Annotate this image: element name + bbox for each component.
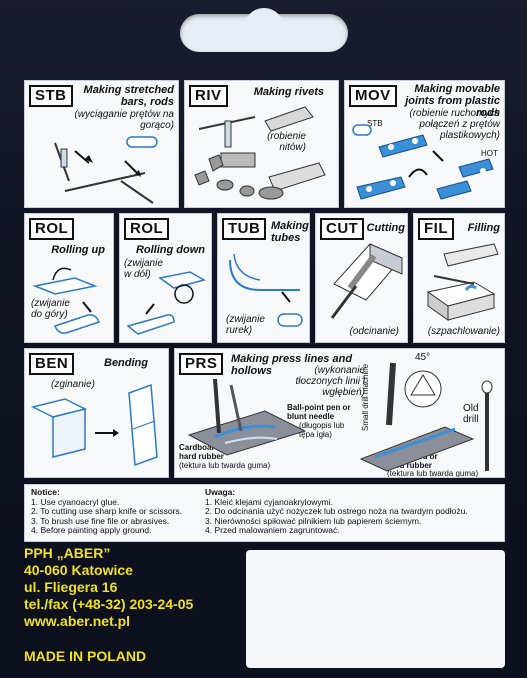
made-in-poland: MADE IN POLAND [24, 648, 147, 664]
panel-polish: (robienie ruchomych połączeń z prętów pl… [409, 108, 500, 141]
roll-down-illustration [126, 271, 206, 335]
stretch-illustration [54, 136, 158, 204]
panel-polish: (zwijanie do góry) [31, 298, 70, 320]
notice-line: 2. Do odcinania użyć nożyczek lub ostreg… [205, 506, 468, 516]
company-phone: tel./fax (+48-32) 203-24-05 [24, 596, 194, 612]
label-area [246, 550, 505, 668]
company-city: 40-060 Katowice [24, 562, 133, 578]
old-drill-label: Old drill [463, 403, 479, 425]
company-name: PPH „ABER” [24, 545, 111, 561]
fill-illustration [426, 243, 499, 321]
panel-code: CUT [320, 218, 365, 240]
panel-title: Rolling up [51, 244, 105, 256]
company-street: ul. Fliegera 16 [24, 579, 118, 595]
notice-line: 2. To cutting use sharp knife or scissor… [31, 506, 183, 516]
hang-hole [180, 8, 348, 52]
cardboard-label: Cardboard or hard rubber [179, 443, 230, 461]
notice-title: Notice: [31, 487, 60, 497]
panel-code: TUB [222, 218, 267, 240]
panel-code: RIV [189, 85, 228, 107]
panel-polish: (wyciąganie prętów na gorąco) [74, 109, 175, 131]
panel-title: Making stretched bars, rods [83, 84, 174, 108]
angle-label: 45° [415, 352, 431, 363]
panel-title: Bending [104, 357, 148, 369]
panel-polish: (robienie nitów) [267, 131, 306, 153]
panel-polish: (zginanie) [51, 379, 95, 390]
notice-line: 1. Kleić klejami cyjanoakrylowymi. [205, 496, 334, 507]
panel-code: ROL [29, 218, 75, 240]
panel-title: Filling [467, 222, 500, 234]
notice-line: 1. Use cyanoacryl glue. [31, 496, 120, 507]
pen-label: Ball-point pen or blunt needle [287, 403, 351, 421]
panel-polish: (wykonanie tłoczonych linii i wgłębień) [295, 365, 365, 398]
panel-tub: TUB Making tubes (zwijanie rurek) [217, 213, 310, 343]
notice-box: Notice: 1. Use cyanoacryl glue. 2. To cu… [24, 484, 505, 542]
panel-cut: CUT Cutting (odcinanie) [315, 213, 408, 343]
panel-polish: (zwijanie rurek) [226, 314, 265, 336]
panel-title: Making rivets [253, 86, 324, 98]
panel-code: PRS [179, 353, 224, 375]
panel-code: ROL [124, 218, 170, 240]
panel-polish: (odcinanie) [349, 326, 399, 337]
panel-ben: BEN Bending (zginanie) [24, 348, 169, 478]
notice-line: 4. Przed malowaniem zagruntować. [205, 525, 340, 535]
panel-title: Making movable joints from plastic rods [405, 83, 500, 119]
notice-line: 3. Nierówności spiłować pilnikiem lub pa… [205, 515, 422, 526]
notice-english: Notice: 1. Use cyanoacryl glue. 2. To cu… [31, 487, 221, 536]
notice-title: Uwaga: [205, 487, 236, 497]
bend-illustration [30, 383, 158, 467]
panel-fil: FIL Filling (szpachlowanie) [413, 213, 505, 343]
panel-stb: STB Making stretched bars, rods (wyciąga… [24, 80, 179, 208]
panel-title: Rolling down [135, 244, 205, 256]
panel-prs: PRS Making press lines and hollows (wyko… [174, 348, 505, 478]
panel-code: STB [29, 85, 73, 107]
rivet-illustration [194, 106, 326, 200]
panel-riv: RIV Making rivets (robienie nitów) [184, 80, 339, 208]
panel-code: MOV [349, 85, 397, 107]
roll-up-illustration [32, 267, 100, 334]
panel-title: Cutting [366, 222, 405, 234]
cut-illustration [330, 243, 403, 319]
label-stb: STB [367, 119, 383, 128]
panel-code: BEN [29, 353, 75, 375]
cardboard2-label-polish: (tektura lub twarda guma) [387, 469, 479, 478]
press-illustration [187, 362, 493, 472]
notice-polish: Uwaga: 1. Kleić klejami cyjanoakrylowymi… [205, 487, 505, 536]
company-web: www.aber.net.pl [24, 613, 131, 629]
panel-polish: (zwijanie w dół) [124, 258, 163, 280]
panel-mov: MOV Making movable joints from plastic r… [344, 80, 505, 208]
label-hot: HOT [481, 149, 498, 158]
notice-line: 3. To brush use fine file or abrasives. [31, 515, 170, 526]
panel-polish: (szpachlowanie) [427, 326, 500, 337]
panel-rol-up: ROL Rolling up (zwijanie do góry) [24, 213, 114, 343]
panel-title: Making press lines and hollows [231, 353, 353, 377]
panel-rol-down: ROL Rolling down (zwijanie w dół) [119, 213, 212, 343]
notice-line: 4. Before painting apply ground. [31, 525, 152, 535]
tube-illustration [229, 253, 303, 327]
panel-code: FIL [418, 218, 454, 240]
pen-label-polish: (długopis lub tępa igła) [299, 421, 345, 439]
panel-title: Making tubes [271, 220, 309, 244]
cardboard-label-polish: (tektura lub twarda guma) [179, 461, 271, 470]
joint-illustration [352, 124, 494, 200]
